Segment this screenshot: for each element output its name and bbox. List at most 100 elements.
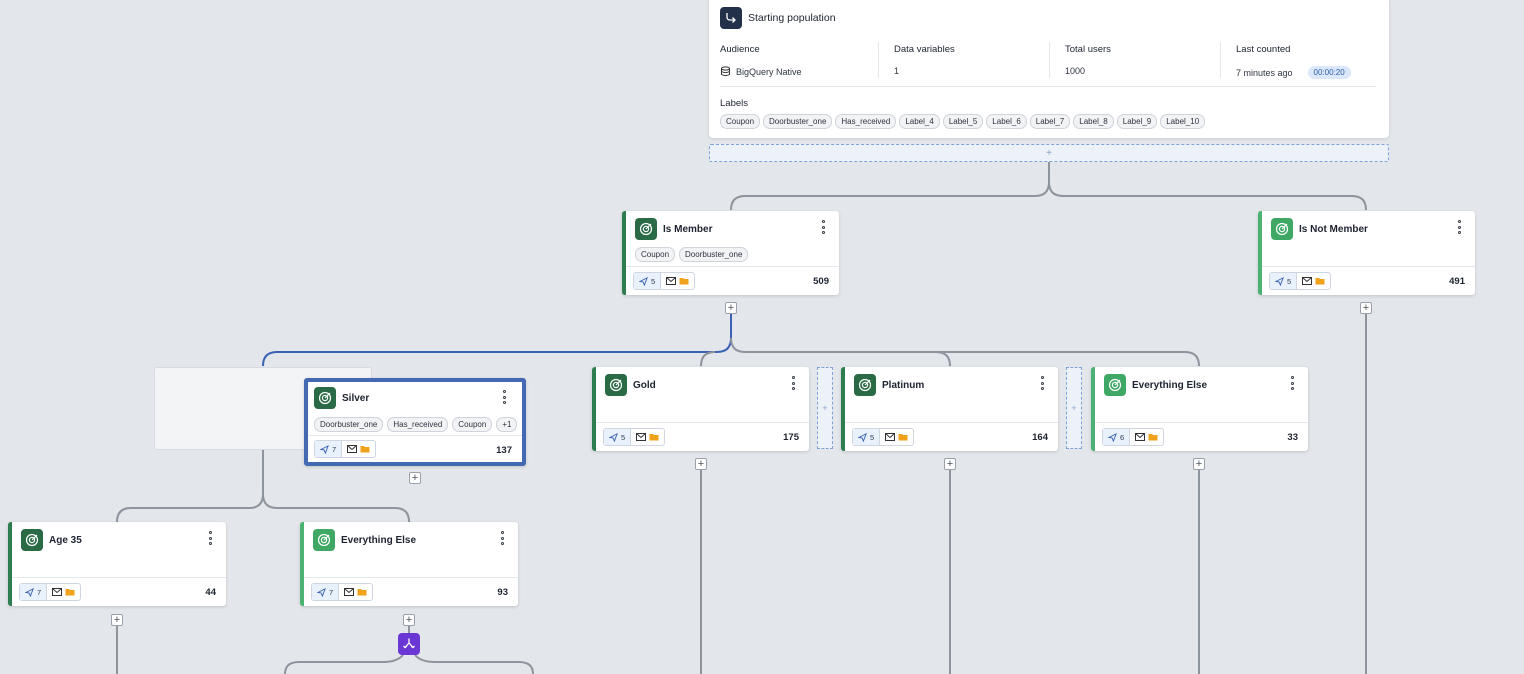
node-everything-else[interactable]: Everything Else 6 33 — [1091, 367, 1308, 451]
node-everything-else[interactable]: Everything Else 7 93 — [300, 522, 518, 606]
add-split-dropzone[interactable]: + — [709, 144, 1389, 162]
add-branch-dropzone[interactable]: + — [1066, 367, 1082, 449]
add-node-button[interactable]: + — [944, 458, 956, 470]
label-chip: Label_5 — [942, 114, 984, 129]
node-title: Everything Else — [341, 534, 417, 546]
audience-column: Audience BigQuery Native — [720, 42, 875, 78]
add-node-button[interactable]: + — [695, 458, 707, 470]
node-count: 164 — [1032, 432, 1048, 443]
node-is-member[interactable]: Is Member Coupon Doorbuster_one 5 509 — [622, 211, 839, 295]
add-node-button[interactable]: + — [725, 302, 737, 314]
kebab-menu-icon[interactable] — [502, 390, 506, 404]
destinations-group[interactable]: 5 — [1269, 272, 1332, 290]
node-header: Everything Else — [313, 529, 416, 551]
envelope-icon — [666, 277, 677, 285]
data-variables-value: 1 — [894, 66, 900, 76]
total-users-value: 1000 — [1065, 66, 1086, 76]
sends-count: 5 — [853, 429, 881, 445]
last-counted-row: 7 minutes ago 00:00:20 — [1236, 66, 1376, 79]
target-icon — [313, 529, 335, 551]
paper-plane-icon — [609, 432, 618, 442]
node-gold[interactable]: Gold 5 175 — [592, 367, 809, 451]
channel-icons — [339, 584, 372, 600]
target-icon — [635, 218, 657, 240]
channel-icons — [1297, 273, 1330, 289]
sends-value: 5 — [651, 276, 656, 286]
destinations-group[interactable]: 7 — [311, 583, 374, 601]
node-footer: 7 44 — [12, 577, 226, 606]
node-age-35[interactable]: Age 35 7 44 — [8, 522, 226, 606]
node-footer: 6 33 — [1095, 422, 1308, 451]
destinations-group[interactable]: 5 — [852, 428, 915, 446]
total-users-label: Total users — [1065, 44, 1111, 55]
node-labels: Doorbuster_one Has_received Coupon +1 — [314, 417, 518, 432]
channel-icons — [47, 584, 80, 600]
label-chip: Doorbuster_one — [763, 114, 833, 129]
paper-plane-icon — [320, 444, 329, 454]
node-is-not-member[interactable]: Is Not Member 5 491 — [1258, 211, 1475, 295]
sends-count: 5 — [634, 273, 662, 289]
kebab-menu-icon[interactable] — [791, 376, 795, 390]
sends-value: 5 — [621, 432, 626, 442]
kebab-menu-icon[interactable] — [821, 220, 825, 234]
add-node-button[interactable]: + — [111, 614, 123, 626]
destinations-group[interactable]: 5 — [603, 428, 666, 446]
channel-icons — [661, 273, 694, 289]
folder-icon — [1148, 434, 1158, 441]
labels-title: Labels — [720, 98, 748, 109]
label-chip: Has_received — [835, 114, 897, 129]
labels-list: Coupon Doorbuster_one Has_received Label… — [720, 114, 1206, 129]
node-header: Age 35 — [21, 529, 82, 551]
database-icon — [721, 66, 730, 77]
paper-plane-icon — [858, 432, 867, 442]
add-branch-dropzone[interactable]: + — [817, 367, 833, 449]
sends-count: 7 — [312, 584, 340, 600]
add-node-button[interactable]: + — [409, 472, 421, 484]
add-node-button[interactable]: + — [403, 614, 415, 626]
destinations-group[interactable]: 7 — [314, 440, 377, 458]
node-silver[interactable]: Silver Doorbuster_one Has_received Coupo… — [304, 378, 526, 466]
node-footer: 5 175 — [596, 422, 809, 451]
add-node-button[interactable]: + — [1193, 458, 1205, 470]
kebab-menu-icon[interactable] — [500, 531, 504, 545]
channel-icons — [1130, 429, 1163, 445]
label-chip: Label_4 — [899, 114, 940, 129]
kebab-menu-icon[interactable] — [1040, 376, 1044, 390]
split-icon[interactable] — [398, 633, 420, 655]
kebab-menu-icon[interactable] — [1457, 220, 1461, 234]
kebab-menu-icon[interactable] — [208, 531, 212, 545]
destinations-group[interactable]: 7 — [19, 583, 82, 601]
sends-value: 7 — [332, 444, 337, 454]
envelope-icon — [52, 588, 63, 596]
node-footer: 5 491 — [1262, 266, 1475, 295]
target-icon — [1271, 218, 1293, 240]
sends-count: 7 — [315, 441, 343, 457]
envelope-icon — [1135, 433, 1146, 441]
node-header: Is Member — [635, 218, 712, 240]
destinations-group[interactable]: 5 — [633, 272, 696, 290]
destinations-group[interactable]: 6 — [1102, 428, 1165, 446]
add-node-button[interactable]: + — [1360, 302, 1372, 314]
envelope-icon — [636, 433, 647, 441]
node-title: Is Member — [663, 223, 713, 235]
audience-label: Audience — [720, 44, 760, 55]
paper-plane-icon — [1108, 432, 1117, 442]
count-duration-chip: 00:00:20 — [1307, 66, 1351, 79]
node-footer: 5 164 — [845, 422, 1058, 451]
node-count: 93 — [497, 587, 508, 598]
label-chip: Has_received — [387, 417, 449, 432]
node-platinum[interactable]: Platinum 5 164 — [841, 367, 1058, 451]
label-chip: Coupon — [635, 247, 676, 262]
node-count: 491 — [1449, 276, 1465, 287]
target-icon — [854, 374, 876, 396]
kebab-menu-icon[interactable] — [1290, 376, 1294, 390]
folder-icon — [1315, 278, 1325, 285]
starting-population-card[interactable]: Starting population Audience BigQuery Na… — [709, 0, 1389, 138]
node-header: Is Not Member — [1271, 218, 1368, 240]
target-icon — [21, 529, 43, 551]
node-title: Platinum — [882, 379, 925, 391]
last-counted-column: Last counted 7 minutes ago 00:00:20 — [1220, 42, 1376, 79]
sends-value: 7 — [37, 587, 42, 597]
node-title: Is Not Member — [1299, 223, 1368, 235]
